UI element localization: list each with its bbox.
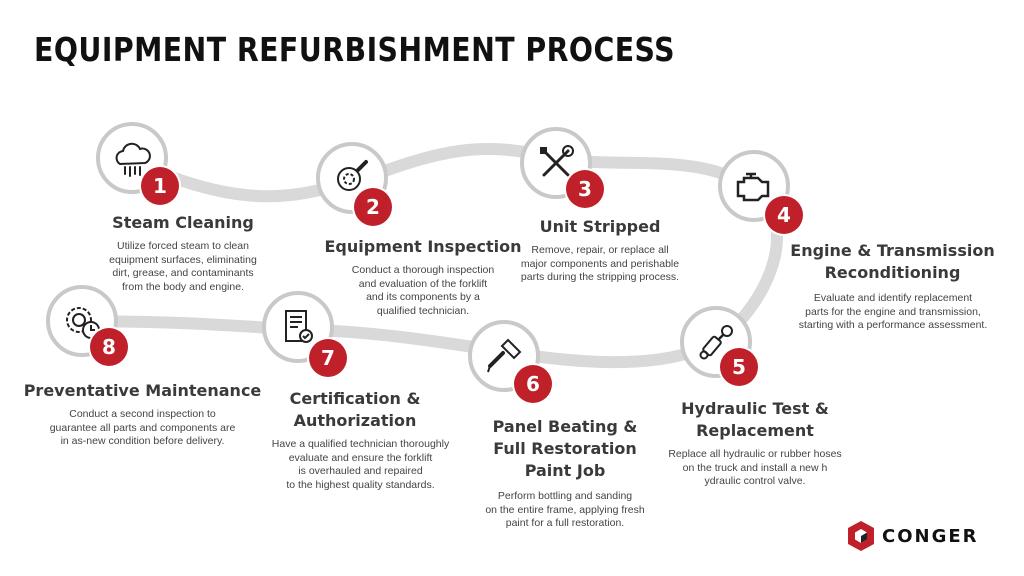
step-5-description: Replace all hydraulic or rubber hoses on… [668, 448, 842, 487]
paint-brush-icon [487, 338, 522, 373]
step-3-description: Remove, repair, or replace all major com… [520, 244, 680, 283]
step-7-number-badge: 7 [309, 339, 347, 377]
step-4-description: Evaluate and identify replacement parts … [798, 292, 988, 331]
step-7-title: Certification & Authorization [289, 389, 421, 430]
page-title: EQUIPMENT REFURBISHMENT PROCESS [34, 30, 675, 69]
step-7-description: Have a qualified technician thoroughly e… [271, 438, 450, 491]
step-1-number-badge: 1 [141, 167, 179, 205]
engine-icon [736, 172, 770, 202]
step-5-number-badge: 5 [720, 348, 758, 386]
certificate-icon [285, 310, 313, 343]
step-3-title: Unit Stripped [539, 217, 661, 236]
step-3-number-badge: 3 [566, 170, 604, 208]
step-2-title: Equipment Inspection [324, 237, 522, 256]
conger-cube-logo-icon [848, 521, 874, 551]
step-5-title: Hydraulic Test & Replacement [681, 399, 829, 440]
hydraulic-cylinder-icon [699, 325, 733, 360]
step-2-description: Conduct a thorough inspection and evalua… [351, 264, 495, 317]
step-5-icon-circle [680, 306, 752, 378]
step-6-description: Perform bottling and sanding on the enti… [485, 490, 645, 529]
magnifying-gear-icon [337, 160, 368, 191]
conger-logo: CONGER [846, 520, 979, 552]
step-2-icon-circle [316, 142, 388, 214]
steam-cloud-icon [115, 142, 151, 177]
wrench-screwdriver-icon [540, 145, 574, 177]
step-1-title: Steam Cleaning [112, 213, 254, 232]
step-4-title: Engine & Transmission Reconditioning [790, 241, 995, 282]
step-3-icon-circle [520, 127, 592, 199]
step-6-number-badge: 6 [514, 365, 552, 403]
step-1-description: Utilize forced steam to clean equipment … [109, 240, 257, 293]
step-6-title: Panel Beating & Full Restoration Paint J… [492, 417, 638, 480]
step-8-number-badge: 8 [90, 328, 128, 366]
step-8-description: Conduct a second inspection to guarantee… [49, 408, 236, 447]
step-8-title: Preventative Maintenance [23, 381, 262, 400]
step-2-number-badge: 2 [354, 188, 392, 226]
step-4-number-badge: 4 [765, 196, 803, 234]
logo-text: CONGER [882, 525, 979, 547]
